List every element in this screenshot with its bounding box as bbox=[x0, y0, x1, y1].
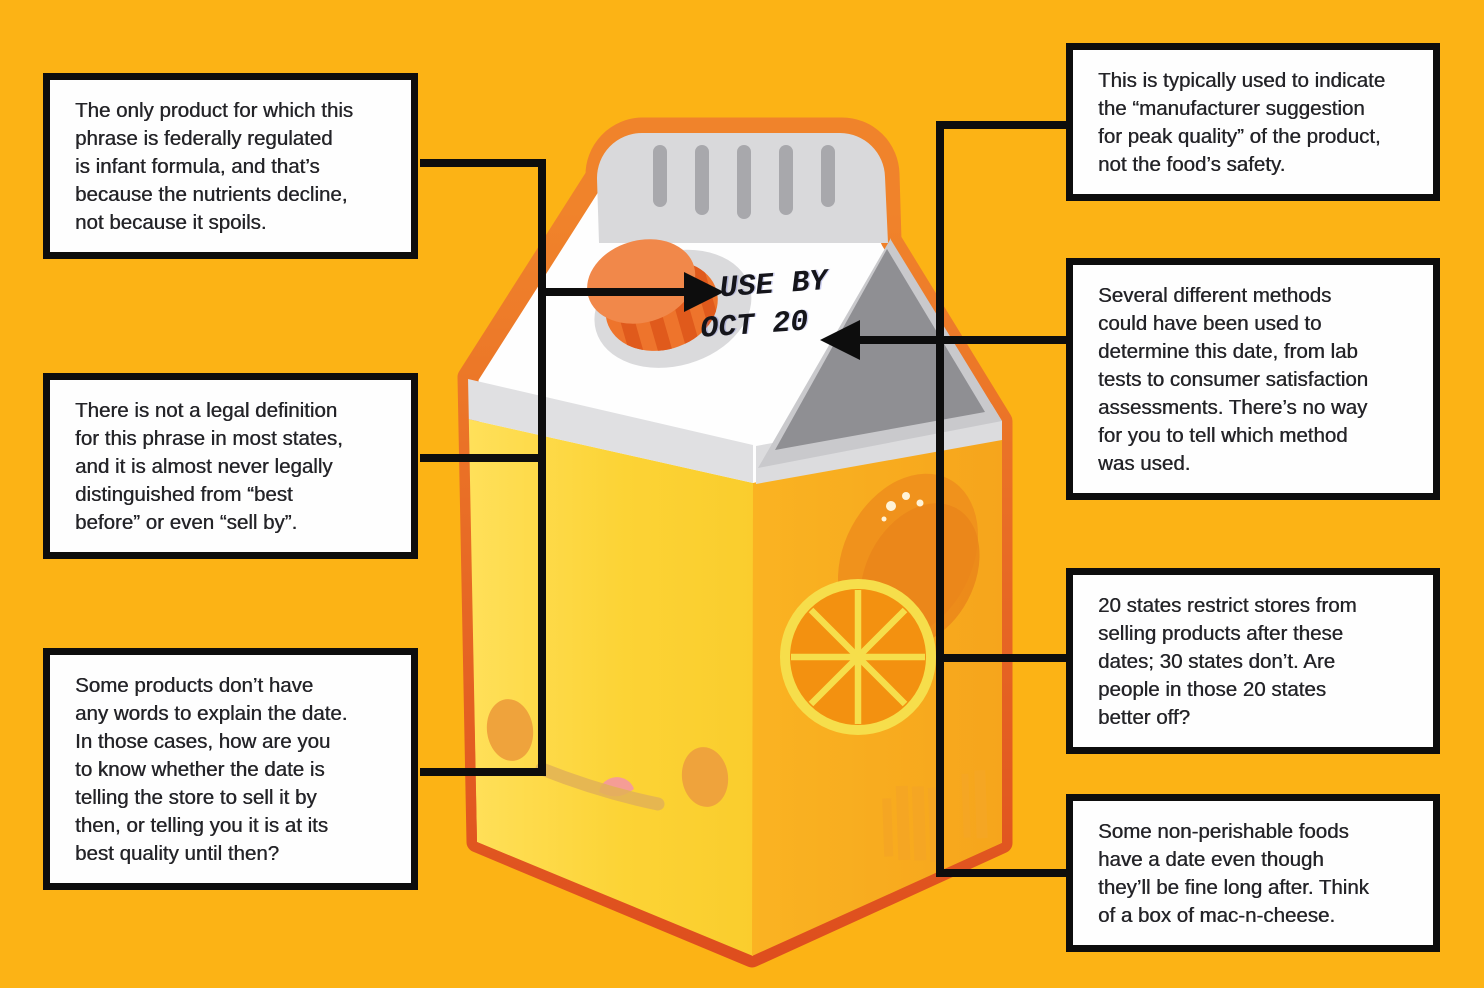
gable-inner bbox=[775, 249, 985, 450]
callout-state-restrictions: 20 states restrict stores from selling p… bbox=[1066, 568, 1440, 754]
callout-federal-regulation: The only product for which this phrase i… bbox=[43, 73, 418, 259]
callout-legal-definition: There is not a legal definition for this… bbox=[43, 373, 418, 559]
sparkles-icon bbox=[881, 492, 924, 522]
callout-non-perishable: Some non-perishable foods have a date ev… bbox=[1066, 794, 1440, 952]
smile bbox=[535, 762, 665, 811]
cheek-right bbox=[681, 747, 729, 807]
arrowhead-right-icon bbox=[684, 272, 724, 312]
callout-determination-methods: Several different methods could have bee… bbox=[1066, 258, 1440, 500]
orange-slice-icon bbox=[780, 579, 936, 735]
carton-left-face bbox=[468, 419, 753, 956]
crimp-grooves bbox=[653, 145, 835, 219]
cheek-left bbox=[486, 699, 534, 761]
use-by-date-label: USE BY OCT 20 bbox=[699, 264, 829, 347]
connector-left-trunk bbox=[420, 159, 546, 776]
arrowhead-left-icon bbox=[820, 320, 860, 360]
connector-lines bbox=[420, 121, 1068, 877]
carton-face bbox=[486, 699, 729, 811]
connector-right-trunk bbox=[936, 121, 1068, 877]
callout-date-ambiguity: Some products don’t have any words to ex… bbox=[43, 648, 418, 890]
callout-peak-quality: This is typically used to indicate the “… bbox=[1066, 43, 1440, 201]
